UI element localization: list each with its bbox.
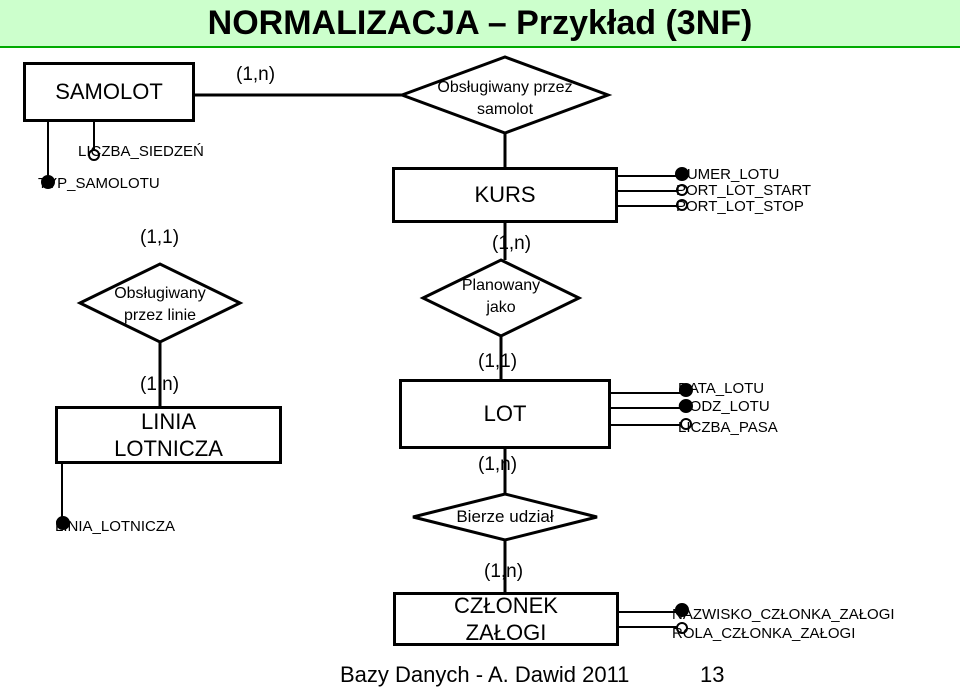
entity-kurs-label: KURS xyxy=(474,182,536,208)
rel-label-line2: samolot xyxy=(476,101,534,118)
rel-label-line1: Obsługiwany przez xyxy=(437,79,573,96)
cardinality-samolot: (1,n) xyxy=(236,64,276,85)
key-attr-marker-data-lotu xyxy=(679,383,693,397)
entity-kurs: KURS xyxy=(392,167,618,223)
attr-nazwisko-czlonka: NAZWISKO_CZŁONKA_ZAŁOGI xyxy=(672,606,895,623)
key-attr-marker-linia-lotnicza xyxy=(56,516,70,530)
footer-text: Bazy Danych - A. Dawid 2011 xyxy=(340,662,630,687)
entity-lot-label: LOT xyxy=(483,401,527,427)
key-attr-marker-nazwisko xyxy=(675,603,689,617)
attr-marker-port-stop xyxy=(676,199,688,211)
attr-liczba-pasa: LICZBA_PASA xyxy=(678,419,778,436)
entity-linia-label-line2: LOTNICZA xyxy=(114,436,223,461)
rel-diamond-obslugiwany-przez-samolot xyxy=(397,55,613,135)
rel-label-line2: jako xyxy=(486,299,516,316)
cardinality-lot-top: (1,1) xyxy=(478,351,518,372)
attr-marker-liczba-pasa xyxy=(680,418,692,430)
key-attr-marker-godz-lotu xyxy=(679,399,693,413)
cardinality-kurs: (1,n) xyxy=(492,233,532,254)
attr-rola-czlonka: ROLA_CZŁONKA_ZAŁOGI xyxy=(672,625,856,642)
rel-diamond-planowany-jako xyxy=(419,258,583,338)
attr-godz-lotu: GODZ_LOTU xyxy=(678,398,770,415)
title-bar xyxy=(0,0,960,48)
entity-czlonek-label-line2: ZAŁOGI xyxy=(465,620,547,645)
rel-label-planowany-jako: Planowany jako xyxy=(431,275,571,319)
attr-typ-samolotu: TYP_SAMOLOTU xyxy=(38,175,160,192)
attr-numer-lotu: NUMER_LOTU xyxy=(676,166,780,183)
key-attr-marker-typ-samolotu xyxy=(41,175,55,189)
rel-diamond-bierze-udzial xyxy=(412,492,598,542)
attr-port-lot-stop: PORT_LOT_STOP xyxy=(676,198,804,215)
attr-data-lotu: DATA_LOTU xyxy=(678,380,765,397)
rel-diamond-obslugiwany-przez-linie xyxy=(76,262,244,344)
entity-czlonek-label-line1: CZŁONEK xyxy=(454,592,558,618)
entity-czlonek-zalogi: CZŁONEK ZAŁOGI xyxy=(393,592,619,646)
entity-linia-lotnicza: LINIA LOTNICZA xyxy=(55,406,282,464)
cardinality-lot-bottom: (1,n) xyxy=(478,454,518,475)
rel-label-line1: Obsługiwany xyxy=(114,285,206,302)
rel-label-bierze-udzial: Bierze udział xyxy=(425,506,585,528)
attr-linia-lotnicza: LINIA_LOTNICZA xyxy=(55,518,176,535)
attr-marker-rola xyxy=(676,622,688,634)
rel-label-line2: przez linie xyxy=(123,307,197,324)
entity-samolot-label: SAMOLOT xyxy=(55,79,163,105)
slide-title: NORMALIZACJA – Przykład (3NF) xyxy=(207,4,753,42)
cardinality-linia-rel-bottom: (1,n) xyxy=(140,374,180,395)
rel-label-line1: Bierze udział xyxy=(456,507,554,526)
attr-marker-liczba-siedzen xyxy=(88,149,100,161)
cardinality-linia-rel-top: (1,1) xyxy=(140,227,180,248)
cardinality-czlonek: (1,n) xyxy=(484,561,524,582)
entity-linia-label-line1: LINIA xyxy=(140,408,197,434)
rel-label-obslugiwany-przez-linie: Obsługiwany przez linie xyxy=(90,283,230,327)
attr-marker-port-start xyxy=(676,184,688,196)
rel-label-line1: Planowany xyxy=(461,277,541,294)
key-attr-marker-numer-lotu xyxy=(675,167,689,181)
entity-lot: LOT xyxy=(399,379,611,449)
attr-port-lot-start: PORT_LOT_START xyxy=(676,182,812,199)
page-number: 13 xyxy=(700,662,725,687)
rel-label-obslugiwany-przez-samolot: Obsługiwany przez samolot xyxy=(405,77,605,121)
entity-samolot: SAMOLOT xyxy=(23,62,195,122)
attr-liczba-siedzen: LICZBA_SIEDZEŃ xyxy=(78,143,204,160)
